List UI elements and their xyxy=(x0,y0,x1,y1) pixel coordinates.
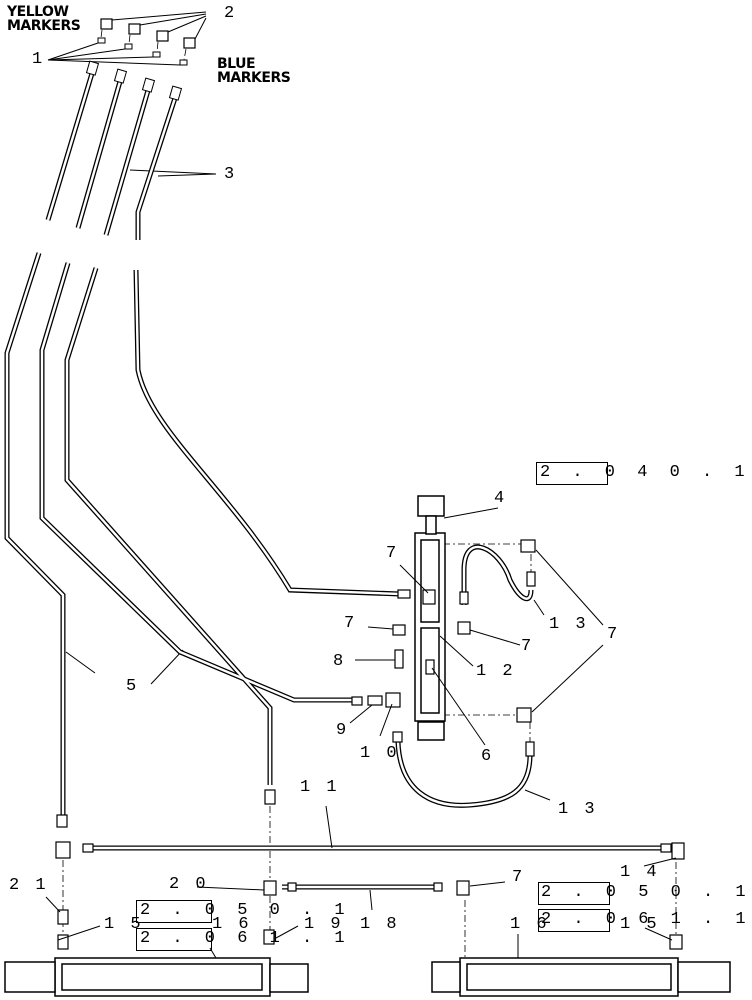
callout-14: 1 4 xyxy=(620,863,660,882)
cylinders xyxy=(4,957,731,997)
callout-10: 1 0 xyxy=(360,744,400,763)
diagram-drawing xyxy=(4,11,731,997)
callout-15-left: 1 5 xyxy=(104,915,144,934)
reference-2061-1-left[interactable]: 2 . 0 6 1 . 1 xyxy=(140,929,351,948)
fittings xyxy=(55,539,685,950)
reference-box-3 xyxy=(136,928,212,951)
callout-5: 5 xyxy=(126,677,140,696)
parts-diagram: YELLOW MARKERS BLUE MARKERS 2 1 3 4 7 7 … xyxy=(4,4,746,997)
marker-bands xyxy=(97,37,188,66)
callout-7-bottom: 7 xyxy=(512,868,526,887)
callout-4: 4 xyxy=(494,489,508,508)
callout-13-top: 1 3 xyxy=(549,615,589,634)
callout-6: 6 xyxy=(481,747,495,766)
reference-box-4 xyxy=(538,882,610,905)
callout-7-left: 7 xyxy=(344,614,358,633)
upper-tubes-inner xyxy=(46,69,178,240)
callout-19: 1 9 xyxy=(304,915,344,934)
upper-tube-fittings xyxy=(85,60,183,101)
callout-8: 8 xyxy=(333,652,347,671)
reference-2050-1-left[interactable]: 2 . 0 5 0 . 1 xyxy=(140,901,351,920)
reference-box-1 xyxy=(536,462,608,485)
callout-7-right: 7 xyxy=(607,625,621,644)
callout-18: 1 8 xyxy=(360,915,400,934)
reference-2040-1[interactable]: 2 . 0 4 0 . 1 xyxy=(540,463,751,482)
marker-caps xyxy=(100,18,196,49)
blue-markers-line2: MARKERS xyxy=(217,70,291,86)
blue-markers-label: BLUE MARKERS xyxy=(217,56,291,86)
valve-assembly xyxy=(414,495,446,741)
callout-3: 3 xyxy=(224,165,238,184)
callout-9: 9 xyxy=(336,721,350,740)
callout-1: 1 xyxy=(32,50,46,69)
callout-12: 1 2 xyxy=(476,662,516,681)
leader-lines xyxy=(47,11,217,685)
callout-11: 1 1 xyxy=(300,778,340,797)
callout-15-right: 1 5 xyxy=(620,915,660,934)
reference-box-5 xyxy=(538,909,610,932)
reference-box-2 xyxy=(136,900,212,923)
blue-markers-line1: BLUE xyxy=(217,56,256,72)
callout-13-bottom: 1 3 xyxy=(558,800,598,819)
leader-lines-2 xyxy=(45,507,677,959)
callout-16-right: 1 6 xyxy=(510,915,550,934)
callout-7-top: 7 xyxy=(386,544,400,563)
yellow-markers-label: YELLOW MARKERS xyxy=(7,4,81,34)
callout-21: 2 1 xyxy=(9,876,49,895)
callout-20: 2 0 xyxy=(169,875,209,894)
callout-7-mid: 7 xyxy=(521,637,535,656)
lower-tubes-inner xyxy=(5,252,401,818)
reference-2050-1-right[interactable]: 2 . 0 5 0 . 1 xyxy=(541,883,752,902)
yellow-markers-line2: MARKERS xyxy=(7,18,81,34)
reference-2061-1-right[interactable]: 2 . 0 6 1 . 1 xyxy=(541,910,752,929)
callout-16-left: 1 6 xyxy=(212,915,252,934)
callout-2: 2 xyxy=(224,4,238,23)
yellow-markers-line1: YELLOW xyxy=(7,4,69,20)
